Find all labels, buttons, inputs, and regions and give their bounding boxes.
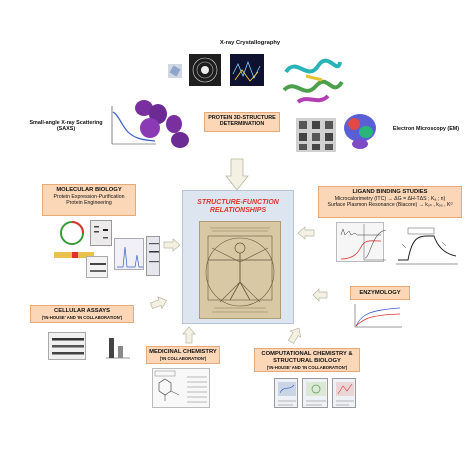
- itc-thermogram-image: [336, 222, 384, 262]
- vitruvian-man-image: [199, 221, 281, 319]
- em-label: Electron Microscopy (EM): [392, 126, 460, 132]
- down-arrow: [225, 158, 249, 191]
- center-title: STRUCTURE-FUNCTION RELATIONSHIPS: [183, 199, 293, 216]
- computational-screen-image-1: [274, 378, 298, 408]
- center-panel: STRUCTURE-FUNCTION RELATIONSHIPS: [182, 190, 294, 324]
- saxs-label-line1: Small-angle X-ray Scattering: [29, 120, 103, 126]
- cellular-assays-sub: ('IN-HOUSE' AND 'IN COLLABORATION'): [41, 314, 123, 320]
- spr-sensorgram-image: [394, 224, 460, 268]
- saxs-envelope-model-image: [130, 96, 192, 152]
- plasmid-map-image: [56, 218, 88, 248]
- structure-determination-line1: PROTEIN 3D-STRUCTURE: [208, 115, 276, 121]
- computational-screen-image-2: [302, 378, 328, 408]
- cell-assay-blot-image: [48, 332, 86, 360]
- molecular-biology-line1: Protein Expression-Purification: [53, 193, 125, 200]
- gel-image: [90, 220, 112, 246]
- xray-label: X-ray Crystallography: [219, 40, 281, 46]
- molecular-biology-title: MOLECULAR BIOLOGY: [56, 187, 122, 193]
- computational-sub: ('IN-HOUSE' AND 'IN COLLABORATION'): [266, 364, 348, 370]
- saxs-curve-plot: [108, 104, 158, 148]
- sequence-bar-image: [54, 252, 94, 258]
- compound-structure-table-image: [152, 368, 210, 408]
- saxs-label-line2: (SAXS): [56, 126, 76, 133]
- sds-page-image: [146, 236, 160, 276]
- arrow-molbio: [163, 238, 181, 252]
- ligand-binding-box: LIGAND BINDING STUDIES Microcalorimetry …: [318, 186, 462, 218]
- enzyme-kinetics-plot: [352, 302, 404, 330]
- em-micrograph-image: [296, 118, 336, 152]
- arrow-enzymology: [312, 288, 328, 302]
- center-title-line2: RELATIONSHIPS: [209, 207, 267, 215]
- structure-determination-line2: DETERMINATION: [219, 121, 265, 128]
- cell-assay-bar-chart-image: [104, 330, 132, 360]
- medicinal-chemistry-box: MEDICINAL CHEMISTRY ('IN COLLABORATION'): [146, 346, 220, 364]
- western-blot-image: [86, 256, 108, 278]
- enzymology-box: ENZYMOLOGY: [350, 286, 410, 300]
- ligand-binding-line2: Surface Plasmon Resonance (Biacore) → kₒ…: [327, 202, 453, 209]
- arrow-computational: [288, 327, 302, 344]
- computational-chemistry-box: COMPUTATIONAL CHEMISTRY & STRUCTURAL BIO…: [254, 348, 360, 372]
- arrow-cellular: [150, 296, 168, 310]
- computational-title-line1: COMPUTATIONAL CHEMISTRY &: [261, 351, 353, 357]
- molecular-biology-box: MOLECULAR BIOLOGY Protein Expression-Pur…: [42, 184, 136, 216]
- electron-density-image: [230, 54, 264, 86]
- cellular-assays-box: CELLULAR ASSAYS ('IN-HOUSE' AND 'IN COLL…: [30, 305, 134, 323]
- center-title-line1: STRUCTURE-FUNCTION: [197, 199, 279, 206]
- computational-screen-image-3: [332, 378, 356, 408]
- chromatogram-image: [114, 238, 144, 270]
- protein-structure-determination-box: PROTEIN 3D-STRUCTURE DETERMINATION: [204, 112, 280, 132]
- crystal-image: [168, 64, 182, 78]
- medicinal-chemistry-title: MEDICINAL CHEMISTRY: [149, 349, 217, 355]
- ligand-binding-title: LIGAND BINDING STUDIES: [352, 189, 428, 195]
- diffraction-pattern-image: [189, 54, 221, 86]
- cellular-assays-title: CELLULAR ASSAYS: [54, 308, 110, 314]
- binding-curve-image: [362, 222, 388, 262]
- em-map-image: [340, 110, 380, 150]
- protein-ribbon-xray-image: [278, 52, 346, 108]
- saxs-label: Small-angle X-ray Scattering (SAXS): [22, 120, 110, 132]
- molecular-biology-line2: Protein Engineering: [66, 200, 112, 207]
- medicinal-chemistry-sub: ('IN COLLABORATION'): [159, 355, 207, 361]
- enzymology-title: ENZYMOLOGY: [359, 290, 401, 296]
- ligand-binding-line1: Microcalorimetry (ITC) → ΔG = ΔH-TΔS ; K…: [334, 195, 446, 202]
- computational-title-line2: STRUCTURAL BIOLOGY: [273, 357, 341, 364]
- arrow-medicinal: [182, 326, 196, 344]
- arrow-ligand: [297, 226, 315, 240]
